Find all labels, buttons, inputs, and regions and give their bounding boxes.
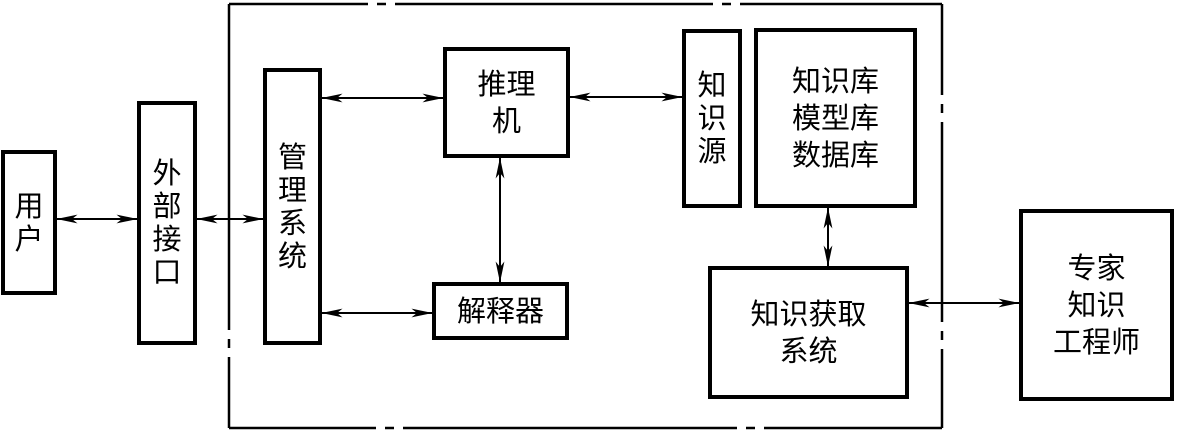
node-expert: 专家 知识 工程师 [1019,209,1174,401]
diagram-edges [56,92,1020,318]
node-knowledge-source: 知 识 源 [682,29,742,208]
system-boundary [227,2,944,430]
node-user: 用 户 [1,150,57,295]
node-external-interface: 外 部 接 口 [137,101,197,345]
node-knowledge-acquisition: 知识获取 系统 [708,266,909,399]
node-knowledge-base: 知识库 模型库 数据库 [754,28,917,208]
node-management-system: 管 理 系 统 [263,68,322,345]
node-inference-engine: 推理 机 [443,47,570,158]
node-interpreter: 解释器 [432,282,569,340]
